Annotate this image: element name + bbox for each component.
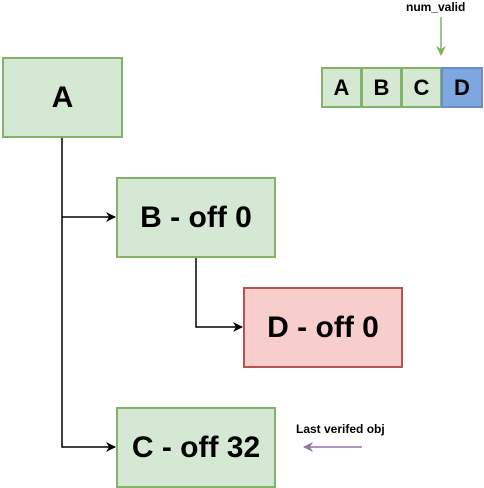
node-a: A — [2, 57, 123, 138]
array-cell-c: C — [401, 67, 442, 108]
edge-a-to-c — [61, 137, 116, 452]
array-cell-d-label: D — [454, 74, 470, 100]
node-d: D - off 0 — [243, 287, 403, 368]
node-a-label: A — [51, 80, 74, 114]
num-valid-label: num_valid — [406, 0, 466, 14]
node-c-label: C - off 32 — [131, 430, 261, 464]
node-d-label: D - off 0 — [267, 310, 379, 344]
node-b-label: B - off 0 — [140, 200, 252, 234]
last-verified-label: Last verifed obj — [296, 422, 385, 436]
node-c: C - off 32 — [116, 407, 276, 488]
array-cell-d: D — [441, 67, 483, 108]
array-cell-b: B — [361, 67, 402, 108]
node-b: B - off 0 — [116, 177, 276, 258]
array-cell-a-label: A — [333, 74, 350, 100]
array-cell-a: A — [321, 67, 362, 108]
edge-b-to-d — [195, 257, 243, 332]
array-cell-b-label: B — [373, 74, 390, 100]
array-cell-c-label: C — [413, 74, 430, 100]
